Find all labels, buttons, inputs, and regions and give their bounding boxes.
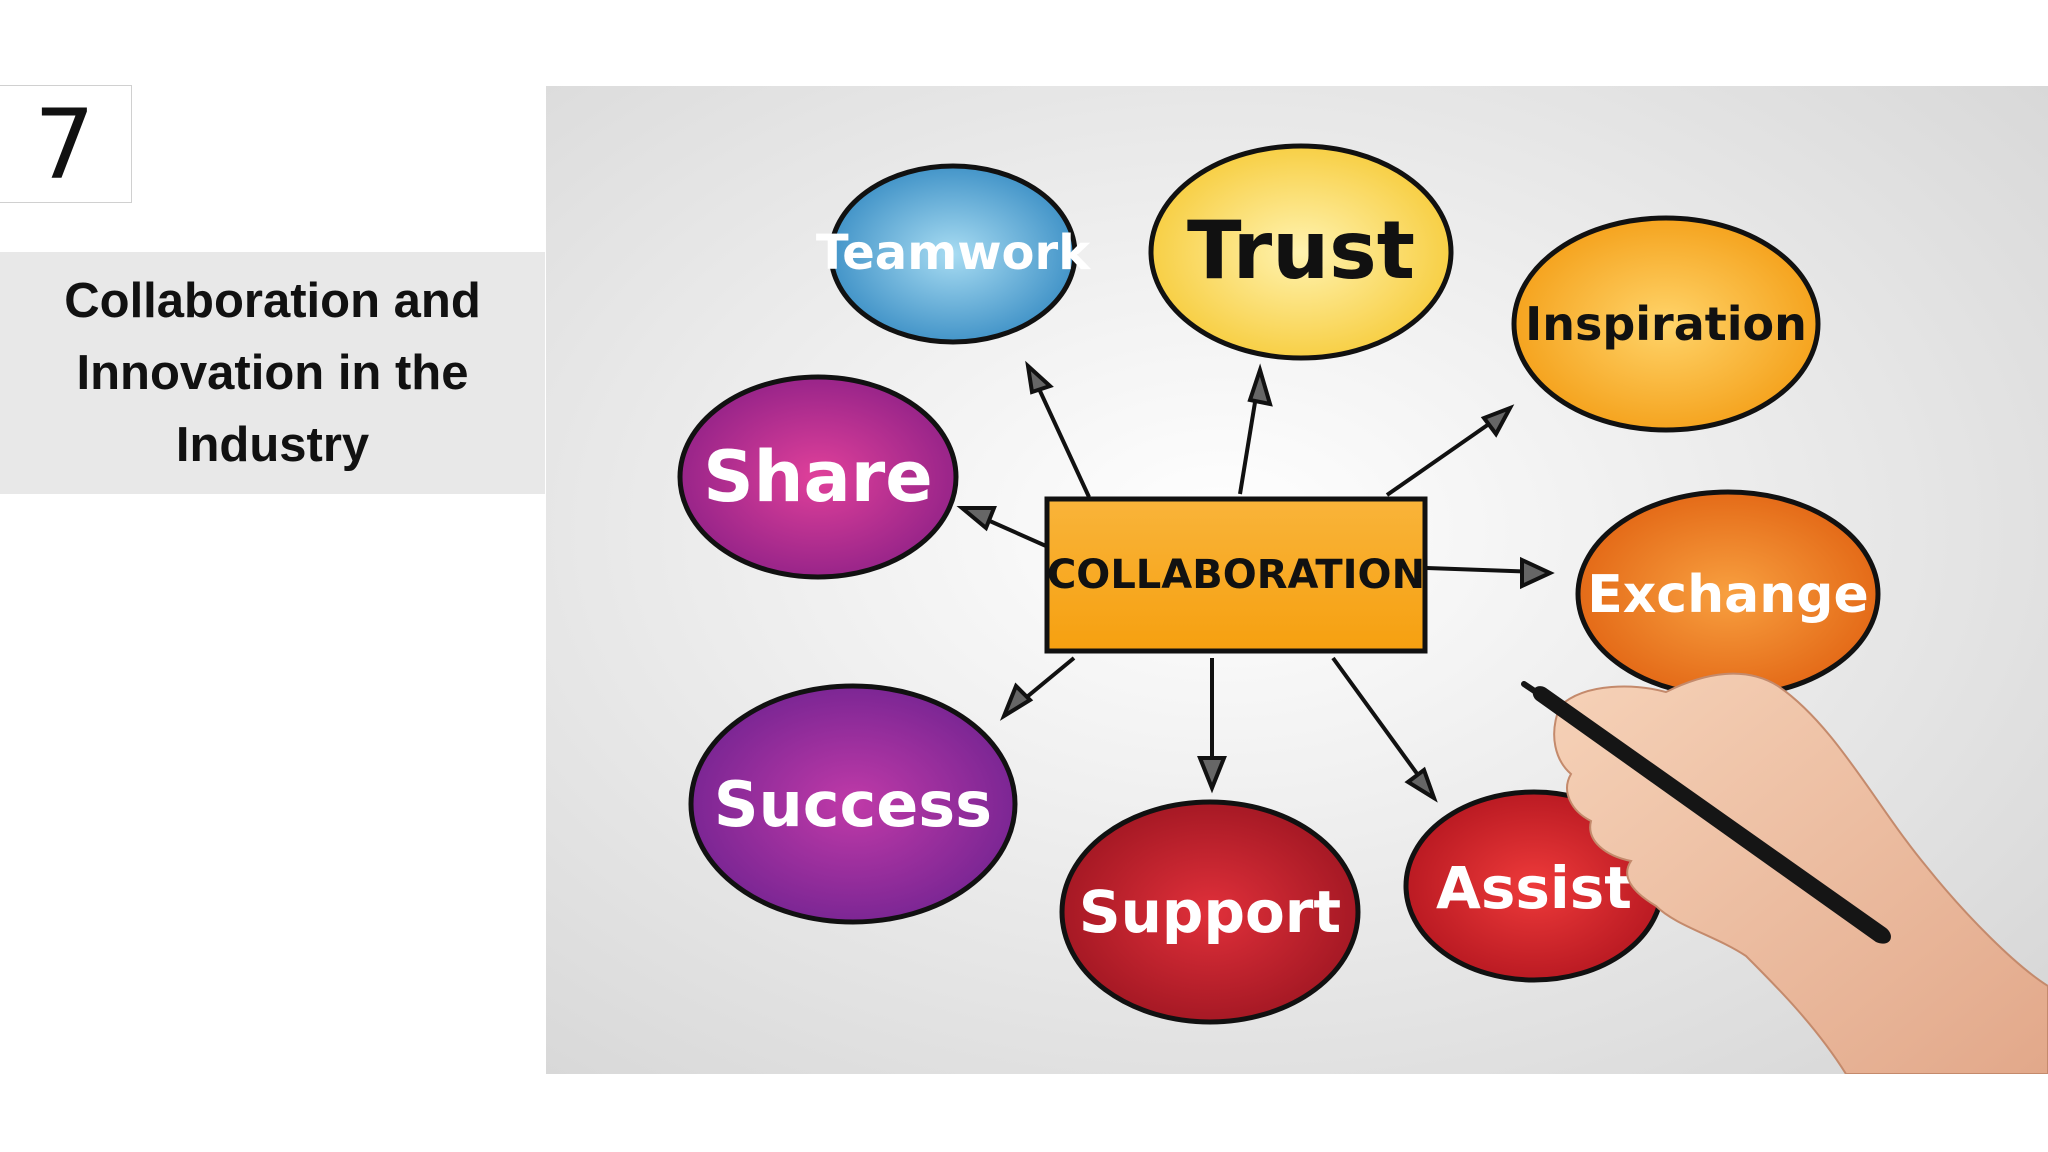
node-exchange: Exchange [1575, 489, 1881, 699]
collaboration-mind-map: Teamwork Trust Inspiration Share Exchang… [546, 86, 2048, 1074]
node-share-label: Share [703, 436, 932, 518]
title-panel: Collaboration and Innovation in the Indu… [0, 252, 545, 494]
slide-title: Collaboration and Innovation in the Indu… [64, 274, 481, 472]
center-node-label: COLLABORATION [1047, 552, 1425, 598]
node-share: Share [677, 374, 959, 580]
center-node-collaboration: COLLABORATION [1044, 496, 1428, 654]
node-teamwork-label: Teamwork [816, 225, 1091, 281]
slide-number: 7 [0, 85, 132, 203]
node-teamwork: Teamwork [816, 163, 1091, 345]
hand-with-marker-icon [1521, 672, 2048, 1074]
node-exchange-label: Exchange [1587, 565, 1869, 625]
node-support-label: Support [1079, 878, 1341, 946]
node-success: Success [688, 683, 1018, 925]
connector-arrows [956, 360, 1555, 803]
node-success-label: Success [714, 768, 992, 841]
node-trust: Trust [1148, 143, 1454, 361]
node-trust-label: Trust [1187, 204, 1415, 297]
node-inspiration: Inspiration [1511, 215, 1821, 433]
node-support: Support [1059, 799, 1361, 1025]
node-inspiration-label: Inspiration [1525, 297, 1807, 351]
node-assist-label: Assist [1436, 854, 1632, 922]
